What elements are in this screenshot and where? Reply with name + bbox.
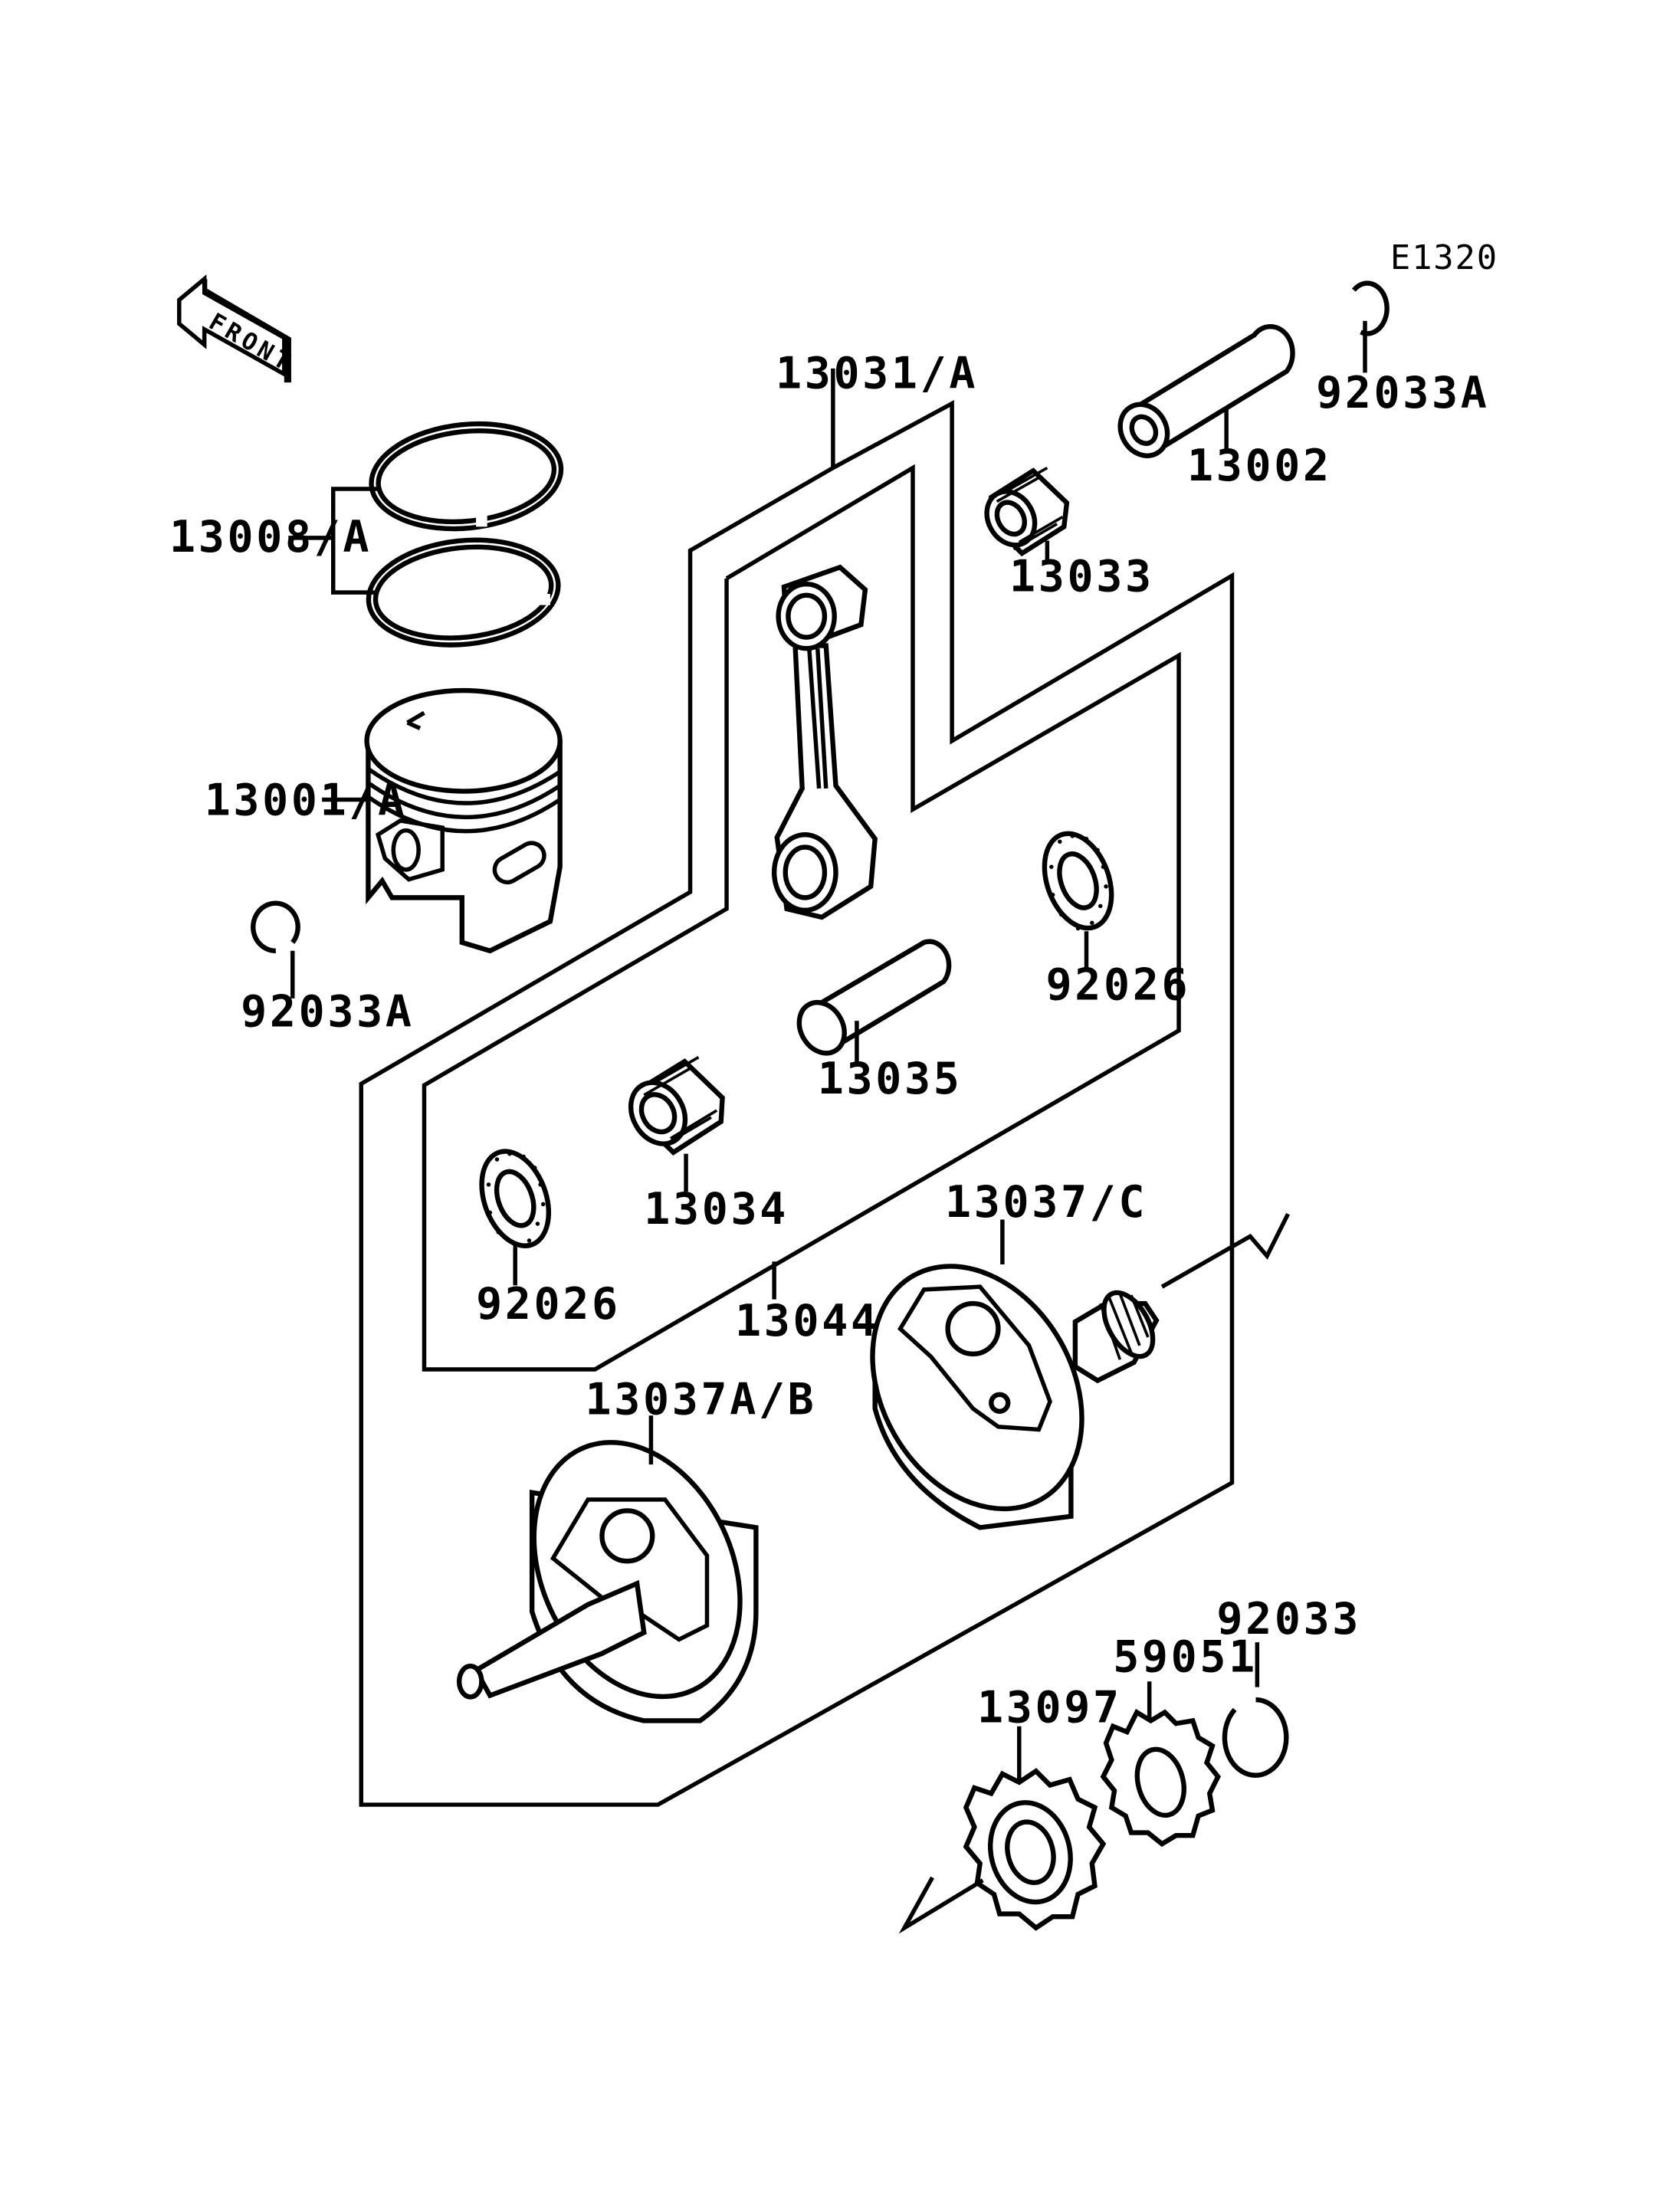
piston-pin-part: 13002 bbox=[1117, 323, 1332, 491]
label-13044: 13044 bbox=[735, 1261, 880, 1346]
thrust-washer-left-part: 92026 bbox=[476, 1149, 621, 1330]
part-number-small-end-bearing: 13033 bbox=[1009, 551, 1154, 602]
part-number-gear-small: 59051 bbox=[1113, 1632, 1258, 1683]
part-number-thrust-washer-left: 92026 bbox=[476, 1279, 621, 1330]
small-end-bearing-part: 13033 bbox=[984, 466, 1154, 602]
part-number-crankshaft-right: 13037/C bbox=[945, 1177, 1147, 1228]
front-arrow-icon: FRONT bbox=[177, 274, 298, 383]
piston-part bbox=[364, 687, 563, 954]
part-number-piston-ring: 13008/A bbox=[169, 512, 372, 562]
part-number-crankshaft-sub-assembly: 13044 bbox=[735, 1296, 880, 1346]
big-end-bearing-part: 13034 bbox=[628, 1056, 789, 1235]
part-number-thrust-washer-right: 92026 bbox=[1046, 960, 1191, 1011]
gear-small-part: 59051 bbox=[1100, 1632, 1258, 1848]
assembly-outline-crankshaft-sub bbox=[422, 464, 1181, 1372]
label-13031: 13031/A bbox=[776, 348, 978, 398]
part-number-connecting-rod-assembly: 13031/A bbox=[776, 348, 978, 398]
crankshaft-right-part: 13037/C bbox=[870, 1177, 1290, 1530]
part-number-circlip-left: 92033A bbox=[241, 986, 414, 1037]
circlip-left-part: 92033A bbox=[241, 900, 414, 1037]
part-number-big-end-bearing: 13034 bbox=[644, 1184, 789, 1235]
part-number-piston-pin: 13002 bbox=[1187, 441, 1332, 491]
assembly-outline-connecting-rod bbox=[359, 368, 1235, 1807]
gear-large-part: 13097 bbox=[898, 1682, 1122, 1934]
part-number-piston: 13001/A bbox=[205, 776, 407, 826]
connecting-rod-part bbox=[771, 564, 878, 920]
piston-rings-part bbox=[366, 421, 564, 648]
label-13008: 13008/A bbox=[169, 487, 379, 595]
part-number-circlip-top-right: 92033A bbox=[1316, 368, 1489, 418]
part-number-crank-pin: 13035 bbox=[818, 1054, 963, 1104]
circlip-top-right-part: 92033A bbox=[1316, 280, 1489, 418]
crank-pin-part: 13035 bbox=[796, 939, 963, 1104]
thrust-washer-right-part: 92026 bbox=[1042, 831, 1191, 1011]
part-number-circlip-bottom-right: 92033 bbox=[1216, 1594, 1361, 1644]
label-13001: 13001/A bbox=[205, 776, 407, 826]
circlip-bottom-right-part: 92033 bbox=[1216, 1594, 1361, 1778]
crankshaft-left-part: 13037A/B bbox=[456, 1374, 817, 1723]
part-number-gear-large: 13097 bbox=[977, 1682, 1122, 1733]
diagram-code: E1320 bbox=[1390, 238, 1498, 277]
part-number-crankshaft-left: 13037A/B bbox=[586, 1374, 817, 1425]
